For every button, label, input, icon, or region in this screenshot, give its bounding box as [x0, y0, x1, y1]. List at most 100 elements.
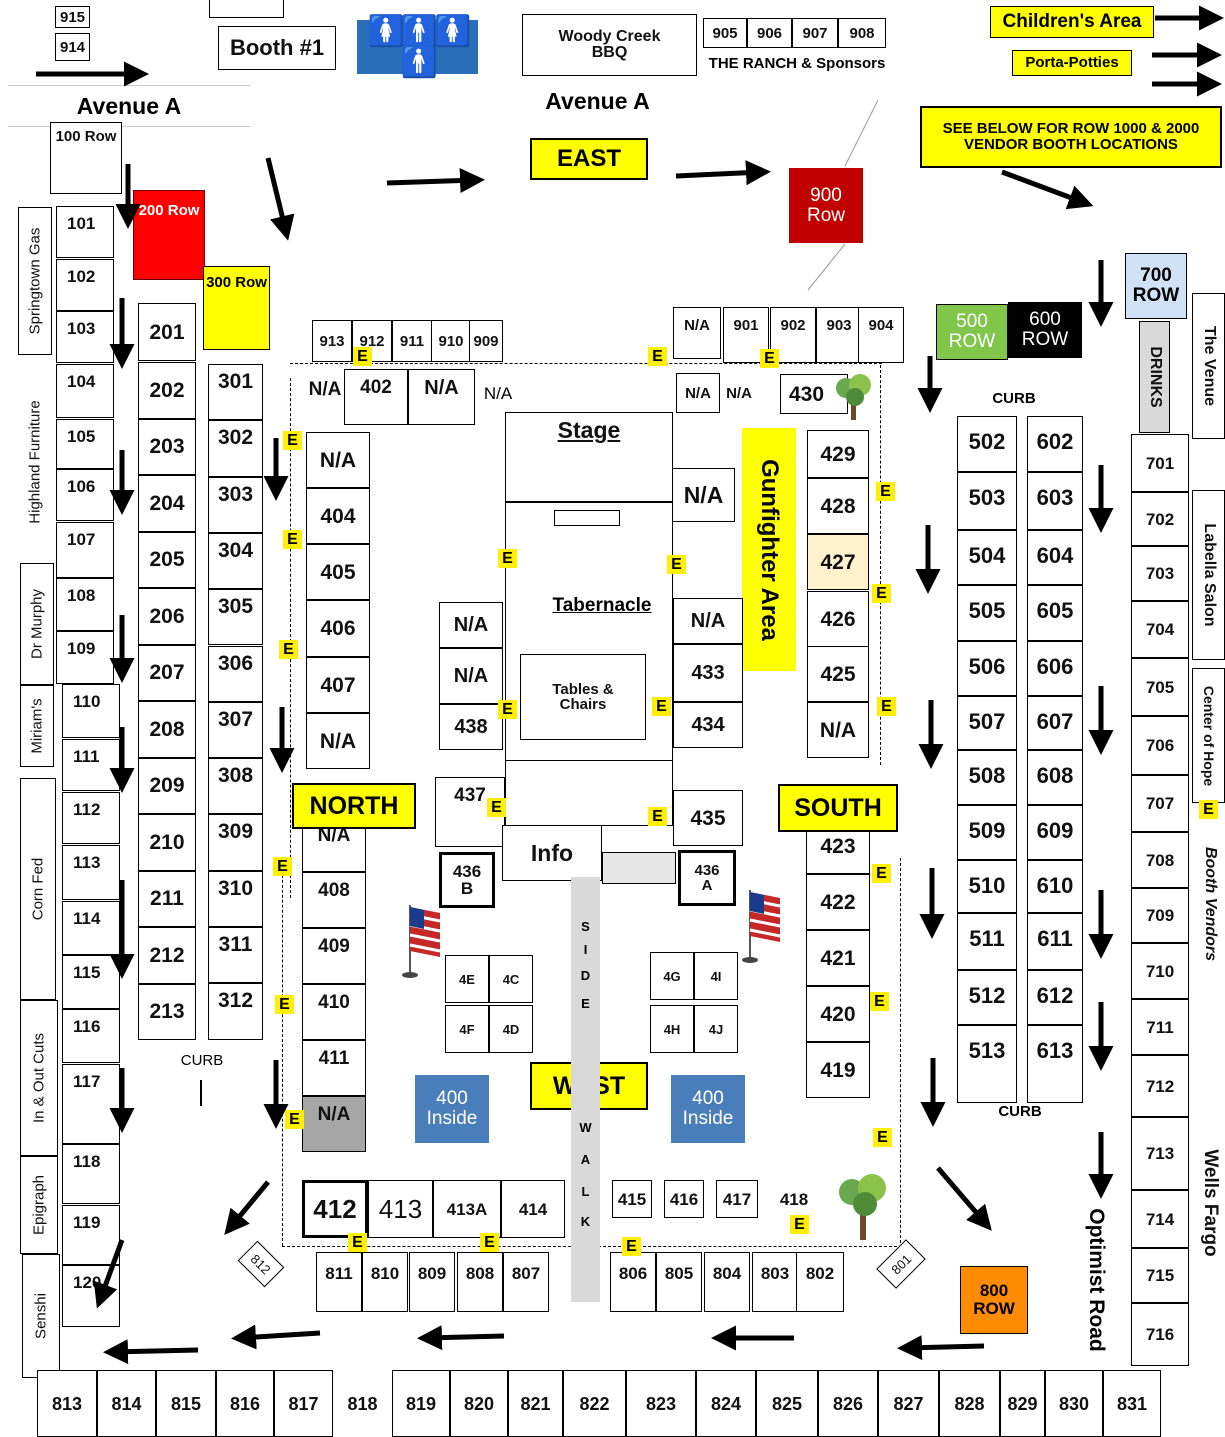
booth-911[interactable]: 911	[392, 320, 432, 362]
booth-901[interactable]: 901	[723, 307, 769, 363]
booth-4i[interactable]: 4I	[694, 952, 738, 1000]
booth-436b[interactable]: 436 B	[439, 852, 495, 908]
booth-413a[interactable]: 413A	[433, 1180, 501, 1238]
booth-425[interactable]: 425	[807, 646, 869, 702]
booth-430[interactable]: 430	[780, 374, 848, 414]
booth-na-l0[interactable]: N/A	[306, 432, 370, 488]
info-booth[interactable]: Info	[502, 825, 602, 881]
booth-428[interactable]: 428	[807, 478, 869, 534]
booth-412[interactable]: 412	[302, 1180, 368, 1238]
booth-706[interactable]: 706	[1131, 716, 1189, 775]
booth-na-i1[interactable]: N/A	[439, 602, 503, 648]
booth-307[interactable]: 307	[208, 701, 263, 759]
booth-301[interactable]: 301	[208, 364, 263, 421]
booth-105[interactable]: 105	[56, 419, 114, 469]
booth-822[interactable]: 822	[563, 1370, 626, 1437]
booth-4h[interactable]: 4H	[650, 1005, 694, 1053]
booth-710[interactable]: 710	[1131, 943, 1189, 999]
booth-512[interactable]: 512	[957, 970, 1017, 1025]
row-600-label[interactable]: 600 ROW	[1008, 302, 1082, 358]
booth-na-403[interactable]: N/A	[408, 369, 475, 425]
booth-713[interactable]: 713	[1131, 1117, 1189, 1190]
booth-831[interactable]: 831	[1103, 1370, 1161, 1437]
booth-311[interactable]: 311	[208, 927, 263, 984]
booth-207[interactable]: 207	[138, 644, 196, 701]
booth-502[interactable]: 502	[957, 416, 1017, 472]
booth-705[interactable]: 705	[1131, 658, 1189, 716]
stage[interactable]: Stage	[505, 412, 673, 502]
booth-309[interactable]: 309	[208, 814, 263, 871]
booth-210[interactable]: 210	[138, 814, 196, 871]
porta-potties[interactable]: Porta-Potties	[1012, 50, 1132, 76]
booth-714[interactable]: 714	[1131, 1190, 1189, 1248]
booth-702[interactable]: 702	[1131, 492, 1189, 546]
booth-505[interactable]: 505	[957, 585, 1017, 641]
booth-103[interactable]: 103	[56, 311, 114, 363]
drinks-stand[interactable]: DRINKS	[1139, 321, 1170, 433]
booth-201[interactable]: 201	[138, 303, 196, 361]
booth-808[interactable]: 808	[457, 1252, 503, 1312]
booth-715[interactable]: 715	[1131, 1248, 1189, 1303]
booth-419[interactable]: 419	[806, 1042, 870, 1098]
booth-803[interactable]: 803	[752, 1252, 798, 1312]
booth-119[interactable]: 119	[62, 1205, 120, 1265]
booth-4e[interactable]: 4E	[445, 955, 489, 1003]
booth-802[interactable]: 802	[796, 1252, 844, 1312]
booth-812[interactable]: 812	[237, 1240, 285, 1288]
tables-chairs[interactable]: Tables & Chairs	[520, 654, 646, 740]
booth-602[interactable]: 602	[1027, 416, 1083, 472]
booth-116[interactable]: 116	[62, 1009, 120, 1063]
booth-608[interactable]: 608	[1027, 750, 1083, 805]
booth-504[interactable]: 504	[957, 530, 1017, 585]
booth-208[interactable]: 208	[138, 701, 196, 758]
booth-907[interactable]: 907	[792, 18, 838, 48]
booth-na-stage-side[interactable]: N/A	[673, 468, 735, 522]
booth-605[interactable]: 605	[1027, 585, 1083, 641]
booth-108[interactable]: 108	[56, 578, 114, 631]
row-500-label[interactable]: 500 ROW	[936, 304, 1008, 360]
booth-703[interactable]: 703	[1131, 546, 1189, 601]
booth-429[interactable]: 429	[807, 430, 869, 478]
booth-829[interactable]: 829	[1000, 1370, 1045, 1437]
booth-109[interactable]: 109	[56, 631, 114, 684]
booth-1[interactable]: Booth #1	[218, 26, 336, 70]
booth-819[interactable]: 819	[392, 1370, 450, 1437]
booth-815[interactable]: 815	[156, 1370, 216, 1437]
booth-212[interactable]: 212	[138, 927, 196, 984]
booth-712[interactable]: 712	[1131, 1055, 1189, 1117]
booth-na-401[interactable]: N/A	[305, 371, 345, 407]
woody-creek-bbq[interactable]: Woody Creek BBQ	[522, 14, 697, 76]
booth-830[interactable]: 830	[1045, 1370, 1103, 1437]
booth-716[interactable]: 716	[1131, 1303, 1189, 1366]
booth-438[interactable]: 438	[439, 704, 503, 750]
booth-406[interactable]: 406	[306, 600, 370, 657]
booth-106[interactable]: 106	[56, 469, 114, 521]
booth-4c[interactable]: 4C	[489, 955, 533, 1003]
booth-na-r5[interactable]: N/A	[807, 702, 869, 758]
booth-405[interactable]: 405	[306, 544, 370, 600]
booth-112[interactable]: 112	[62, 792, 120, 844]
booth-804[interactable]: 804	[704, 1252, 750, 1312]
booth-202[interactable]: 202	[138, 362, 196, 419]
booth-436a[interactable]: 436 A	[678, 850, 736, 906]
booth-416[interactable]: 416	[664, 1180, 704, 1218]
booth-805[interactable]: 805	[656, 1252, 702, 1312]
booth-826[interactable]: 826	[818, 1370, 878, 1437]
booth-na-900[interactable]: N/A	[673, 307, 721, 359]
booth-913[interactable]: 913	[312, 320, 352, 362]
row-800-label[interactable]: 800 ROW	[960, 1266, 1028, 1334]
booth-908[interactable]: 908	[838, 18, 886, 48]
booth-905[interactable]: 905	[703, 18, 747, 48]
row-200-label[interactable]: 200 Row	[133, 190, 205, 280]
booth-4j[interactable]: 4J	[694, 1005, 738, 1053]
booth-414[interactable]: 414	[501, 1180, 565, 1238]
booth-503[interactable]: 503	[957, 472, 1017, 530]
booth-4f[interactable]: 4F	[445, 1005, 489, 1053]
booth-203[interactable]: 203	[138, 418, 196, 475]
booth-110[interactable]: 110	[62, 684, 120, 738]
booth-118[interactable]: 118	[62, 1144, 120, 1204]
booth-101[interactable]: 101	[56, 206, 114, 258]
booth-415[interactable]: 415	[612, 1180, 652, 1218]
booth-213[interactable]: 213	[138, 983, 196, 1040]
booth-506[interactable]: 506	[957, 641, 1017, 696]
